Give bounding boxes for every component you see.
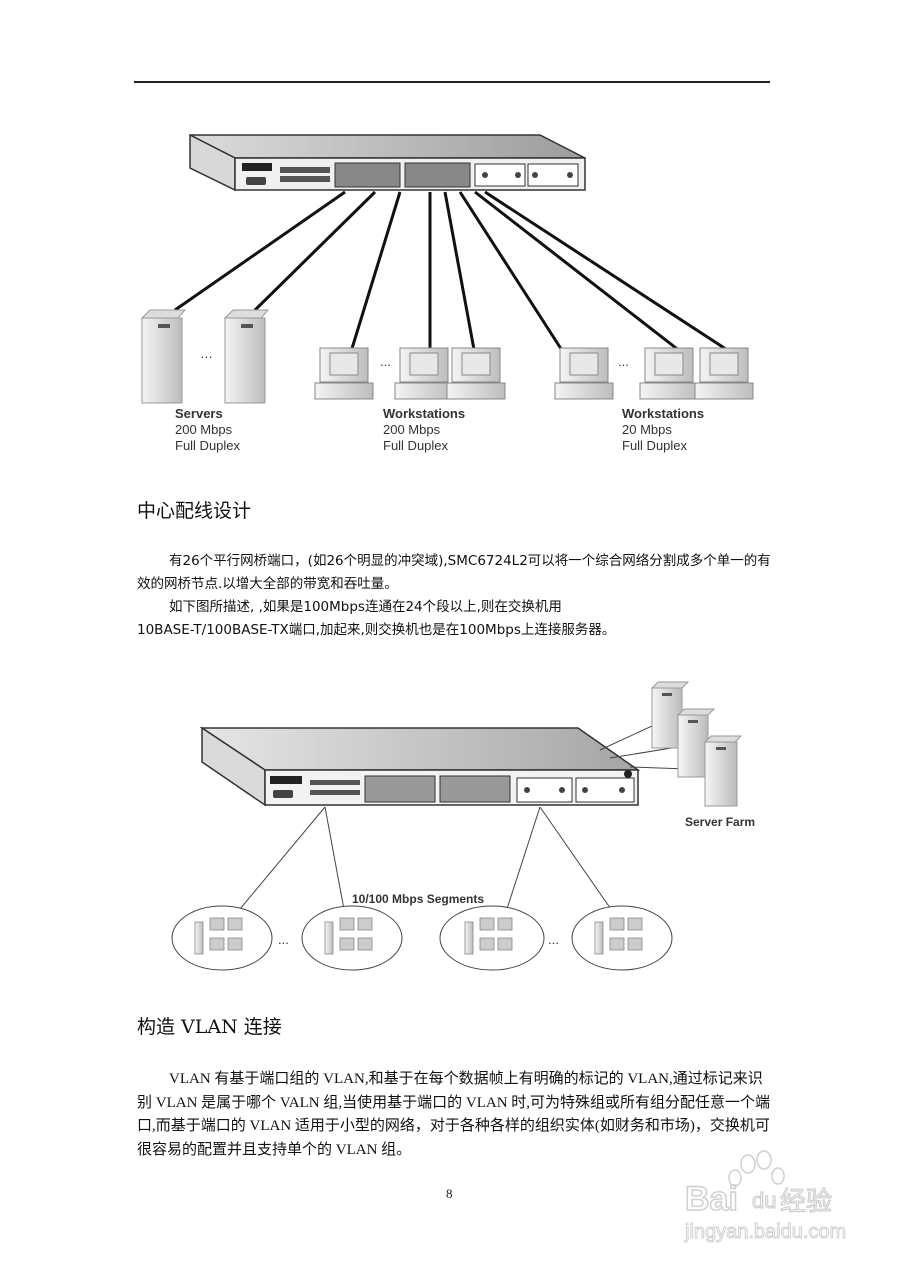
section1-body: 有26个平行网桥端口，(如26个明显的冲突域),SMC6724L2可以将一个综合… — [137, 550, 777, 642]
ellipsis-seg1: ... — [278, 932, 289, 947]
section-heading-center-wiring: 中心配线设计 — [137, 500, 252, 522]
network-cables — [174, 190, 736, 357]
watermark-brand-du: du — [752, 1188, 776, 1213]
ellipsis-seg2: ... — [548, 932, 559, 947]
figure-server-farm-segments: Server Farm 10/100 Mbps Segments ... ... — [160, 670, 780, 975]
segments-label: 10/100 Mbps Segments — [352, 892, 484, 906]
svg-text:…: … — [200, 346, 213, 361]
workstation-icons — [314, 347, 754, 400]
figure-switch-topology: … ... ... Servers 200 Mbps Full Duplex W… — [130, 100, 780, 470]
group-speed-workstations-20: 20 Mbps — [622, 422, 672, 437]
group-title-workstations-20: Workstations — [622, 406, 704, 421]
paragraph: 10BASE-T/100BASE-TX端口,加起来,则交换机也是在100Mbps… — [137, 622, 616, 638]
ellipsis-ws2: ... — [618, 354, 629, 369]
switch-device — [189, 133, 586, 192]
paw-icon — [728, 1150, 785, 1187]
group-title-servers: Servers — [175, 406, 223, 421]
watermark-brand-cn: 经验 — [780, 1187, 832, 1217]
ellipsis-ws1: ... — [380, 354, 391, 369]
paragraph: VLAN 有基于端口组的 VLAN,和基于在每个数据帧上有明确的标记的 VLAN… — [137, 1071, 771, 1158]
baidu-watermark: Bai du 经验 jingyan.baidu.com — [640, 1150, 860, 1260]
watermark-brand: Bai — [685, 1180, 738, 1218]
group-speed-servers: 200 Mbps — [175, 422, 233, 437]
header-rule — [134, 81, 770, 83]
server-farm-label: Server Farm — [685, 815, 755, 829]
page-number: 8 — [446, 1186, 453, 1201]
segment-contents — [194, 917, 643, 955]
group-title-workstations-200: Workstations — [383, 406, 465, 421]
paragraph: 如下图所描述, ,如果是100Mbps连通在24个段以上,则在交换机用 — [169, 599, 562, 615]
switch-device — [199, 726, 641, 807]
section2-body: VLAN 有基于端口组的 VLAN,和基于在每个数据帧上有明确的标记的 VLAN… — [137, 1068, 777, 1162]
watermark-url: jingyan.baidu.com — [684, 1221, 846, 1243]
server-farm-icons — [650, 681, 743, 807]
section-heading-vlan: 构造 VLAN 连接 — [137, 1016, 282, 1038]
server-icons: … — [140, 309, 270, 404]
group-mode-workstations-200: Full Duplex — [383, 438, 449, 453]
group-speed-workstations-200: 200 Mbps — [383, 422, 441, 437]
paragraph: 有26个平行网桥端口，(如26个明显的冲突域),SMC6724L2可以将一个综合… — [137, 553, 771, 592]
group-mode-servers: Full Duplex — [175, 438, 241, 453]
group-mode-workstations-20: Full Duplex — [622, 438, 688, 453]
